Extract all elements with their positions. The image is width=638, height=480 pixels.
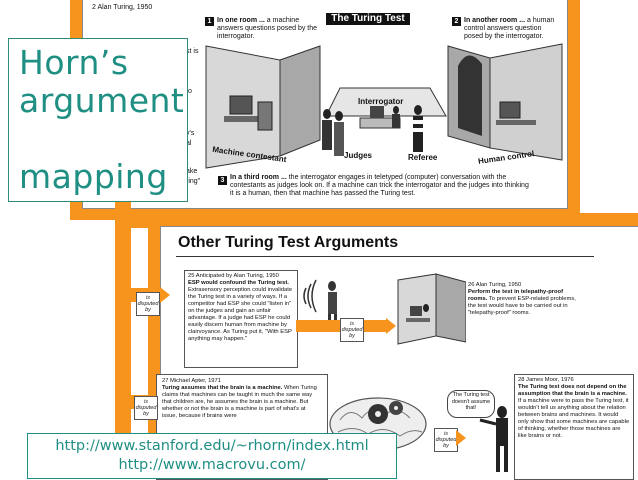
title-line-1: Horn’s (19, 43, 129, 82)
args-heading: Other Turing Test Arguments (178, 234, 399, 251)
disputed-by-badge-2: is disputed by (340, 318, 364, 342)
step-1-desc: a machine answers questions posed by the… (217, 17, 318, 40)
url-macrovu-link[interactable]: http://www.macrovu.com/ (118, 457, 306, 473)
slide-title-box: Horn’s argument mapping (8, 38, 188, 202)
disputed-by-badge-3: is disputed by (134, 396, 158, 420)
arg-26-bold: Perform the test in telepathy-proof room… (468, 289, 564, 302)
step-2-number: 2 (452, 17, 461, 26)
telepathy-room-illustration (397, 273, 467, 345)
step-2-desc: a human control answers question posed b… (464, 17, 555, 40)
arg-28-meta: 28 James Moor, 1976 (518, 377, 574, 383)
arg-27-desc: When Turing claims that machines can be … (162, 385, 317, 419)
arg-27-text: 27 Michael Apter, 1971 Turing assumes th… (162, 378, 322, 420)
url-box: http://www.stanford.edu/~rhorn/index.htm… (27, 433, 397, 479)
arg-28-desc: If a machine were to pass the Turing tes… (518, 398, 630, 439)
arrow-to-box-28 (456, 430, 466, 446)
arg-25-bold: ESP would confound the Turing test. (188, 280, 289, 286)
arg-25-text: 25 Anticipated by Alan Turing, 1950 ESP … (188, 273, 294, 343)
title-line-2: argument (19, 81, 185, 120)
disputed-by-badge-1: is disputed by (136, 292, 160, 316)
turing-left-snippet-1: st is (186, 48, 199, 55)
arg-26-text: 26 Alan Turing, 1950 Perform the test in… (468, 282, 580, 317)
step-1-bold: In one room ... (217, 17, 265, 24)
step-2-bold: In another room ... (464, 17, 526, 24)
arg-26-meta: 26 Alan Turing, 1950 (468, 282, 522, 288)
arg-box-26 (466, 272, 584, 354)
step-3-bold: In a third room ... (230, 174, 287, 181)
speech-bubble (447, 390, 495, 418)
arg-25-meta: 25 Anticipated by Alan Turing, 1950 (188, 273, 279, 279)
orange-connector-vertical (115, 200, 131, 470)
step-2-text: In another room ... a human control answ… (464, 17, 562, 41)
label-referee: Referee (408, 153, 438, 162)
title-line-4: mapping (19, 157, 168, 196)
arg-25-desc: Extrasensory perception could invalidate… (188, 287, 293, 342)
turing-test-illustration (205, 43, 563, 169)
label-interrogator: Interrogator (358, 97, 404, 106)
url-stanford-link[interactable]: http://www.stanford.edu/~rhorn/index.htm… (55, 438, 369, 454)
arrow-to-box-26 (386, 318, 396, 334)
step-3-number: 3 (218, 176, 227, 185)
step-3-text: In a third room ... the interrogator eng… (230, 174, 530, 198)
turing-left-snippet-2: to (186, 88, 192, 95)
pointing-figure-illustration (479, 406, 508, 472)
step-3-desc: the interrogator engages in teletyped (c… (230, 174, 529, 197)
step-1-number: 1 (205, 17, 214, 26)
speech-bubble-text: The Turing test doesn't assume that! (451, 392, 491, 411)
arg-box-28 (514, 374, 634, 480)
turing-left-snippet-6: ring" (186, 178, 201, 185)
arg-26-desc: To prevent ESP-related problems, the tes… (468, 296, 576, 316)
turing-left-snippet-0: 2 Alan Turing, 1950 (92, 4, 153, 11)
label-judges: Judges (344, 151, 373, 160)
arg-28-text: 28 James Moor, 1976 The Turing test does… (518, 377, 630, 440)
disputed-by-badge-4: is disputed by (434, 428, 458, 452)
arrow-to-box-25 (160, 287, 170, 303)
arg-28-bold: The Turing test does not depend on the a… (518, 384, 627, 397)
turing-left-snippet-3: y's (186, 130, 195, 137)
orange-connector-top (131, 214, 149, 228)
arg-27-bold: Turing assumes that the brain is a machi… (162, 385, 283, 391)
args-heading-rule (176, 256, 594, 257)
step-1-text: In one room ... a machine answers questi… (217, 17, 317, 41)
turing-heading: The Turing Test (326, 13, 410, 25)
arg-box-25 (184, 270, 298, 368)
turing-left-snippet-4: al (186, 140, 192, 147)
arg-27-meta: 27 Michael Apter, 1971 (162, 378, 221, 384)
turing-left-snippet-5: ake (186, 168, 198, 175)
